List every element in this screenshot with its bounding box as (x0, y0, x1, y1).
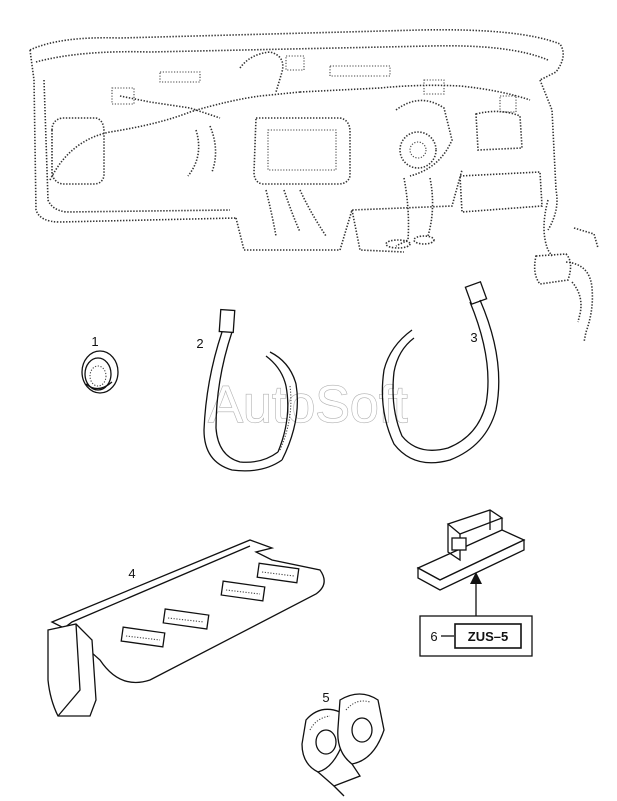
part-1-grommet: 1 (81, 334, 119, 394)
callout-1: 1 (91, 334, 98, 349)
callout-2: 2 (196, 336, 203, 351)
callout-3: 3 (470, 330, 477, 345)
dashboard-wiring-harness (29, 28, 599, 343)
kit-label-box: 6 ZUS–5 (419, 615, 533, 657)
kit-code: ZUS–5 (468, 629, 508, 644)
part-4-bracket: 4 (47, 539, 325, 717)
part-6-connector (416, 509, 526, 616)
part-2-cable-tie: 2 (196, 308, 299, 472)
part-5-double-clip: 5 (301, 690, 385, 797)
watermark-text: AutoSoft (208, 376, 408, 434)
callout-5: 5 (322, 690, 329, 705)
part-3-cable-tie: 3 (381, 280, 500, 464)
callout-6: 6 (430, 629, 437, 644)
callout-4: 4 (128, 566, 135, 581)
